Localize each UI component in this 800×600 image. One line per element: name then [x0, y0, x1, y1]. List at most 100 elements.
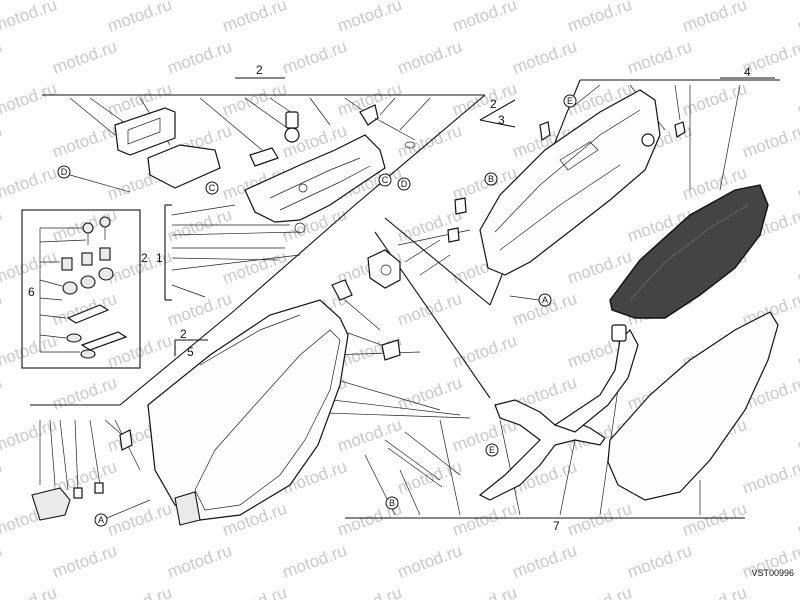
watermark-text: motod.ru: [0, 121, 4, 162]
watermark-text: motod.ru: [795, 79, 800, 120]
watermark-text: motod.ru: [565, 499, 635, 540]
seat-pad: [609, 184, 769, 319]
watermark-text: motod.ru: [50, 121, 120, 162]
watermark-text: motod.ru: [740, 457, 800, 498]
latch-part: [249, 111, 300, 167]
watermark-text: motod.ru: [165, 541, 235, 582]
bushings: [61, 247, 114, 295]
callout-5: 5: [187, 345, 194, 359]
letter-d-1: D: [57, 165, 71, 179]
svg-text:C: C: [382, 175, 389, 185]
left-case: [119, 299, 349, 526]
watermark-text: motod.ru: [0, 289, 4, 330]
callout-numbers: 2 4 2 3 2 1 6 2 5 7: [28, 63, 751, 533]
watermark-text: motod.ru: [105, 583, 175, 600]
svg-text:A: A: [98, 515, 104, 525]
watermark-text: motod.ru: [105, 499, 175, 540]
reflector-part: [31, 482, 104, 521]
letter-c-1: C: [205, 181, 219, 195]
handle-part: [114, 107, 176, 156]
watermark-text: motod.ru: [795, 331, 800, 372]
watermark-text: motod.ru: [105, 0, 175, 36]
letter-b-1: B: [484, 172, 498, 186]
watermark-text: motod.ru: [220, 79, 290, 120]
callout-2d: 2: [180, 327, 187, 341]
key-bolts: [82, 216, 111, 245]
watermark-text: motod.ru: [50, 373, 120, 414]
watermark-text: motod.ru: [335, 415, 405, 456]
gasket-seal: [607, 311, 779, 501]
watermark-text: motod.ru: [335, 583, 405, 600]
watermark-text: motod.ru: [795, 0, 800, 36]
mounting-frame: [384, 324, 639, 501]
watermark-text: motod.ru: [795, 499, 800, 540]
watermark-text: motod.ru: [220, 0, 290, 36]
svg-text:E: E: [489, 445, 495, 455]
watermark-text: motod.ru: [795, 415, 800, 456]
watermark-text: motod.ru: [510, 541, 580, 582]
watermark-text: motod.ru: [50, 37, 120, 78]
watermark-text: motod.ru: [0, 0, 59, 36]
callout-3: 3: [498, 113, 505, 127]
watermark-text: motod.ru: [0, 331, 59, 372]
watermark-text: motod.ru: [740, 121, 800, 162]
watermark-text: motod.ru: [395, 457, 465, 498]
callout-6: 6: [28, 285, 35, 299]
callout-2a: 2: [256, 63, 263, 77]
letter-c-2: C: [378, 173, 392, 187]
callout-4: 4: [744, 65, 751, 79]
watermark-text: motod.ru: [795, 583, 800, 600]
clip-part: [359, 104, 416, 149]
tray-part: [244, 134, 386, 234]
svg-text:B: B: [389, 498, 395, 508]
watermark-text: motod.ru: [625, 541, 695, 582]
right-case: [447, 89, 686, 276]
watermark-text: motod.ru: [450, 0, 520, 36]
watermark-text: motod.ru: [50, 289, 120, 330]
watermark-text: motod.ru: [450, 79, 520, 120]
watermark-text: motod.ru: [510, 37, 580, 78]
watermark-text: motod.ru: [50, 541, 120, 582]
watermark-text: motod.ru: [795, 163, 800, 204]
svg-text:C: C: [209, 183, 216, 193]
svg-text:D: D: [61, 167, 68, 177]
letter-d-2: D: [397, 177, 411, 191]
plate-part: [147, 144, 221, 189]
callout-2b: 2: [490, 97, 497, 111]
watermark-text: motod.ru: [395, 37, 465, 78]
lock-assembly: [331, 249, 401, 361]
watermark-text: motod.ru: [280, 37, 350, 78]
watermark-text: motod.ru: [220, 583, 290, 600]
brackets: [66, 304, 128, 359]
watermark-text: motod.ru: [395, 289, 465, 330]
watermark-text: motod.ru: [450, 331, 520, 372]
watermark-text: motod.ru: [565, 583, 635, 600]
svg-text:B: B: [488, 174, 494, 184]
watermark-text: motod.ru: [0, 415, 59, 456]
watermark-text: motod.ru: [165, 205, 235, 246]
watermark-text: motod.ru: [0, 163, 59, 204]
letter-a-2: A: [94, 513, 108, 527]
watermark-text: motod.ru: [0, 541, 4, 582]
watermark-text: motod.ru: [680, 0, 750, 36]
watermark-text: motod.ru: [680, 583, 750, 600]
watermark-text: motod.ru: [0, 79, 59, 120]
box-leaders: [39, 227, 87, 353]
watermark-text: motod.ru: [0, 205, 4, 246]
watermark-text: motod.ru: [450, 583, 520, 600]
callout-7: 7: [553, 519, 560, 533]
drawing-code: VST00996: [751, 568, 794, 578]
watermark-text: motod.ru: [680, 499, 750, 540]
parts-box: [21, 209, 141, 369]
watermark-text: motod.ru: [220, 247, 290, 288]
callout-1: 1: [156, 251, 163, 265]
watermark-text: motod.ru: [0, 247, 59, 288]
watermark-text: motod.ru: [395, 373, 465, 414]
watermark-text: motod.ru: [0, 373, 4, 414]
watermark-text: motod.ru: [335, 0, 405, 36]
watermark-text: motod.ru: [0, 457, 4, 498]
callout-2c: 2: [141, 251, 148, 265]
watermark-text: motod.ru: [280, 541, 350, 582]
watermark-text: motod.ru: [625, 37, 695, 78]
